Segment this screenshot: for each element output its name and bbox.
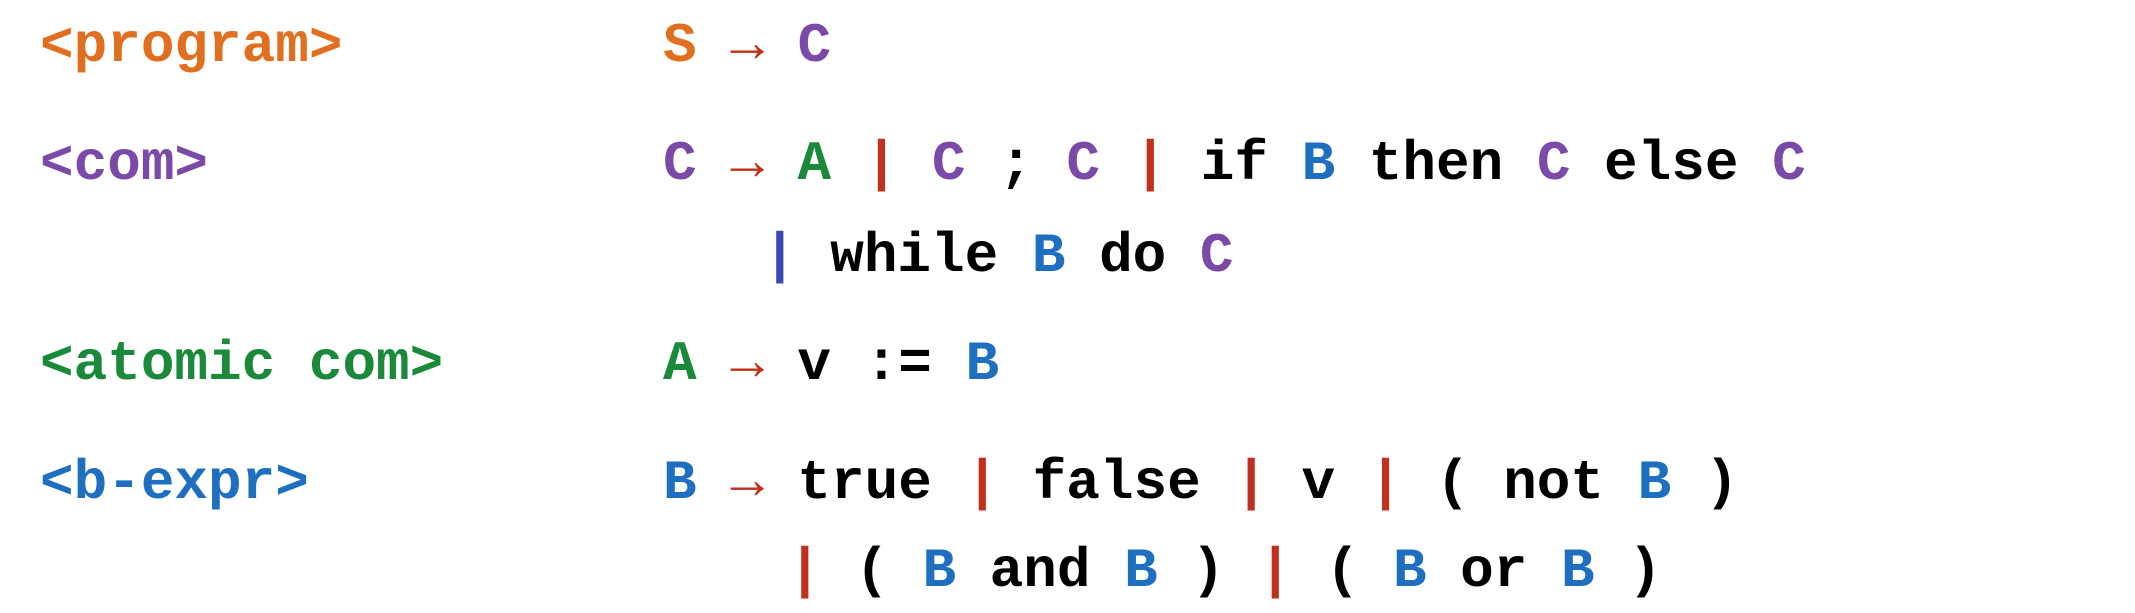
production-b-expr-line-1: B → true | false | v | ( not B ) — [663, 455, 1738, 511]
alternative-bar: | — [1258, 539, 1293, 603]
nonterminal-symbol-a: A — [663, 332, 697, 396]
terminal-text: ( — [821, 539, 923, 603]
nonterminal-com: <com> — [40, 132, 209, 196]
terminal-text: while — [796, 224, 1032, 288]
nonterminal-symbol-c: C — [1066, 132, 1100, 196]
terminal-text — [697, 451, 731, 515]
alternative-bar: | — [1133, 132, 1168, 196]
nonterminal-b-expr: <b-expr> — [40, 451, 309, 515]
terminal-text: and — [956, 539, 1125, 603]
terminal-text: if — [1167, 132, 1302, 196]
alternative-bar: | — [1368, 451, 1403, 515]
arrow-symbol: → — [730, 14, 764, 78]
terminal-text: v := — [763, 332, 966, 396]
nonterminal-symbol-b: B — [922, 539, 957, 603]
terminal-text: or — [1426, 539, 1561, 603]
production-b-expr-line-2: | ( B and B ) | ( B or B ) — [788, 543, 1662, 599]
nonterminal-symbol-c: C — [1772, 132, 1806, 196]
alternative-bar: | — [788, 539, 822, 603]
production-atomic-com-line-1: A → v := B — [663, 336, 999, 392]
production-com-line-1: C → A | C ; C | if B then C else C — [663, 136, 1806, 192]
terminal-text: ) — [1594, 539, 1662, 603]
nonterminal-symbol-a: A — [797, 132, 832, 196]
nonterminal-symbol-b: B — [1031, 224, 1066, 288]
terminal-text — [697, 332, 731, 396]
nonterminal-symbol-b: B — [1637, 451, 1672, 515]
nonterminal-symbol-b: B — [1124, 539, 1158, 603]
production-com-line-2: | while B do C — [763, 228, 1234, 284]
arrow-symbol: → — [730, 332, 764, 396]
terminal-text — [898, 132, 932, 196]
alternative-bar: | — [763, 224, 797, 288]
nonterminal-symbol-b: B — [1392, 539, 1427, 603]
terminal-text: do — [1065, 224, 1200, 288]
arrow-symbol: → — [730, 451, 764, 515]
nonterminal-program: <program> — [40, 14, 343, 78]
nonterminal-symbol-c: C — [797, 14, 832, 78]
terminal-text: false — [999, 451, 1235, 515]
terminal-text: else — [1570, 132, 1773, 196]
terminal-text — [764, 132, 798, 196]
terminal-text: then — [1335, 132, 1537, 196]
nonterminal-symbol-c: C — [931, 132, 966, 196]
nonterminal-symbol-c: C — [1536, 132, 1571, 196]
terminal-text — [764, 14, 798, 78]
nonterminal-symbol-b: B — [1301, 132, 1336, 196]
terminal-text: v — [1267, 451, 1369, 515]
terminal-text — [697, 132, 731, 196]
terminal-text: ( not — [1402, 451, 1638, 515]
terminal-text — [831, 132, 865, 196]
arrow-symbol: → — [730, 132, 764, 196]
nonterminal-symbol-b: B — [1560, 539, 1595, 603]
nonterminal-atomic-com: <atomic com> — [40, 332, 444, 396]
alternative-bar: | — [1234, 451, 1268, 515]
terminal-text: true — [763, 451, 966, 515]
production-program-line-1: S → C — [663, 18, 831, 74]
nonterminal-symbol-c: C — [663, 132, 697, 196]
nonterminal-symbol-s: S — [663, 14, 697, 78]
terminal-text: ) — [1671, 451, 1739, 515]
terminal-text: ; — [965, 132, 1067, 196]
terminal-text — [1100, 132, 1134, 196]
terminal-text: ( — [1292, 539, 1393, 603]
terminal-text: ) — [1157, 539, 1259, 603]
terminal-text — [697, 14, 731, 78]
nonterminal-symbol-b: B — [663, 451, 697, 515]
nonterminal-symbol-c: C — [1199, 224, 1234, 288]
alternative-bar: | — [965, 451, 1000, 515]
alternative-bar: | — [864, 132, 899, 196]
nonterminal-symbol-b: B — [965, 332, 1000, 396]
